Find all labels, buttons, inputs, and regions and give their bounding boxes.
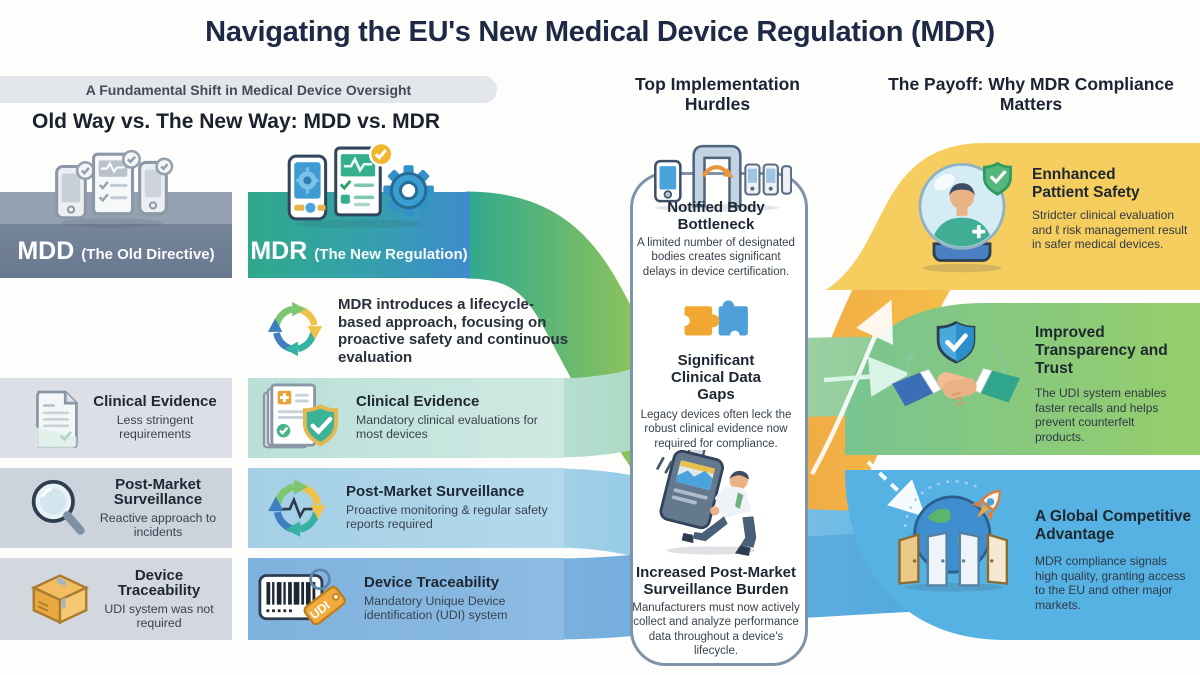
puzzle-icon (678, 293, 756, 347)
magnifier-icon (28, 476, 88, 540)
payoff-1-desc: Stridcter clinical evaluation and ℓ risk… (1032, 208, 1188, 252)
mdr-devices-icon (283, 142, 435, 229)
row-title: Device Traceability (117, 566, 201, 600)
arrow-to-safety (810, 299, 894, 476)
lifecycle-icon (264, 298, 326, 360)
row-desc: UDI system was not required (104, 602, 214, 631)
row-title: Clinical Evidence (356, 393, 480, 411)
arrow-to-global (866, 460, 926, 518)
payoff-3-title: A Global Competitive Advantage (1035, 508, 1192, 543)
row-desc: Reactive approach to incidents (99, 511, 217, 540)
mdr-label: MDR (250, 236, 308, 265)
payoff-1-title: Ennhanced Pattient Safety (1032, 166, 1140, 201)
mdd-sublabel: (The Old Directive) (81, 245, 215, 263)
document-icon (30, 388, 82, 448)
globe-doors-rocket-icon (892, 478, 1020, 593)
patient-dome-icon (906, 150, 1018, 274)
subtitle-banner: A Fundamental Shift in Medical Device Ov… (0, 76, 497, 103)
mdd-label: MDD (17, 236, 75, 265)
row-desc: Proactive monitoring & regular safety re… (346, 503, 548, 532)
payoff-band-yellow (826, 143, 1200, 290)
payoff-2-desc: The UDI system enables faster recalls an… (1035, 386, 1167, 444)
barcode-udi-icon: UDI (258, 564, 352, 634)
row-title: Device Traceability (364, 574, 500, 592)
row-title: Clinical Evidence (93, 393, 217, 411)
row-clinical-mdr: Clinical Evidence Mandatory clinical eva… (248, 378, 564, 458)
hurdle-3-title: Increased Post-Market Surveillance Burde… (635, 564, 797, 598)
row-traceability-mdd: Device Traceability UDI system was not r… (0, 558, 232, 640)
row-surveillance-mdd: Post-Market Surveillance Reactive approa… (0, 468, 232, 548)
hurdle-3-desc: Manufacturers must now actively collect … (632, 602, 800, 657)
page-title: Navigating the EU's New Medical Device R… (205, 16, 995, 48)
row-title: Post-Market Surveillance (113, 475, 203, 509)
comparison-heading: Old Way vs. The New Way: MDD vs. MDR (31, 110, 440, 133)
row-traceability-mdr: UDI Device Traceability Mandatory Unique… (248, 558, 564, 640)
hurdles-capsule (630, 172, 808, 666)
row-clinical-mdd: Clinical Evidence Less stringent require… (0, 378, 232, 458)
payoff-band-green (845, 303, 1200, 455)
box-icon (30, 571, 90, 627)
surveillance-cycle-icon (264, 475, 330, 541)
payoff-2-title: Improved Transparency and Trust (1035, 324, 1168, 377)
burden-person-icon (652, 450, 772, 556)
docs-shield-icon (260, 383, 342, 453)
row-desc: Mandatory Unique Device identification (… (364, 594, 508, 623)
mdr-note: MDR introduces a lifecycle-based approac… (338, 296, 569, 366)
arrow-to-trust (823, 356, 910, 397)
hurdle-2-title: Significant Clinical Data Gaps (670, 352, 762, 403)
row-desc: Mandatory clinical evaluations for most … (356, 413, 538, 442)
hurdle-2-desc: Legacy devices often leck the robust cli… (640, 409, 792, 450)
mdd-devices-icon (50, 146, 174, 228)
mdr-sublabel: (The New Regulation) (314, 245, 468, 263)
hurdle-1-title: Notified Body Bottleneck (667, 199, 765, 233)
handshake-shield-icon (890, 316, 1022, 427)
hurdles-heading: Top Implementation Hurdles (635, 74, 800, 115)
row-surveillance-mdr: Post-Market Surveillance Proactive monit… (248, 468, 564, 548)
hurdle-1-desc: A limited number of designated bodies cr… (637, 237, 795, 278)
row-desc: Less stringent requirements (116, 413, 194, 442)
gate-bottleneck-icon (642, 136, 792, 213)
row-title: Post-Market Surveillance (346, 483, 525, 501)
payoff-3-desc: MDR compliance signals high quality, gra… (1035, 554, 1186, 612)
payoffs-heading: The Payoff: Why MDR Compliance Matters (888, 74, 1174, 115)
